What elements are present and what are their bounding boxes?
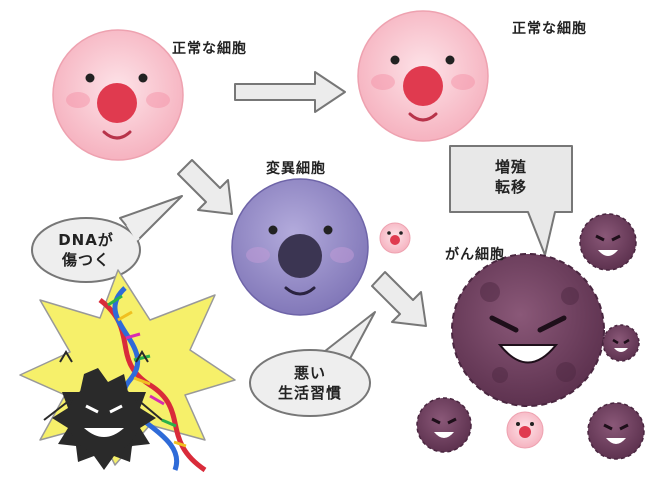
small-cancer-cell-1 bbox=[579, 213, 637, 271]
callout-dna-damage-line-1: DNAが bbox=[58, 231, 114, 249]
callout-proliferation-line-2: 転移 bbox=[494, 178, 527, 196]
callout-dna-damage-line-2: 傷つく bbox=[61, 251, 110, 269]
callout-proliferation-text: 増殖 転移 bbox=[470, 157, 552, 197]
callout-bad-habits bbox=[249, 311, 376, 417]
cancer-cell-icon bbox=[451, 253, 605, 407]
callout-proliferation-line-1: 増殖 bbox=[494, 158, 527, 176]
label-normal-cell-2: 正常な細胞 bbox=[512, 21, 587, 37]
virus-icon bbox=[43, 350, 163, 470]
callout-bad-habits-line-1: 悪い bbox=[293, 364, 326, 382]
arrow-cancerization bbox=[371, 271, 427, 327]
callout-dna-damage-text: DNAが 傷つく bbox=[36, 230, 136, 270]
small-normal-cell-2 bbox=[506, 411, 544, 449]
normal-cell-2 bbox=[357, 10, 489, 142]
small-cancer-cell-2 bbox=[602, 324, 640, 362]
callout-dna-damage bbox=[31, 195, 183, 283]
label-normal-cell-1: 正常な細胞 bbox=[172, 41, 247, 57]
label-cancer-cell: がん細胞 bbox=[445, 247, 505, 263]
small-cancer-cell-4 bbox=[587, 402, 645, 460]
arrow-division bbox=[234, 71, 346, 113]
small-normal-cell-1 bbox=[379, 222, 411, 254]
normal-cell-1 bbox=[52, 29, 184, 161]
callout-bad-habits-line-2: 生活習慣 bbox=[277, 384, 342, 402]
small-cancer-cell-3 bbox=[416, 397, 472, 453]
callout-bad-habits-text: 悪い 生活習慣 bbox=[258, 363, 362, 403]
callout-proliferation bbox=[449, 145, 573, 256]
dna-helix-icon bbox=[98, 286, 207, 473]
label-mutated-cell: 変異細胞 bbox=[266, 161, 326, 177]
mutated-cell bbox=[231, 178, 369, 316]
arrow-mutation bbox=[177, 159, 233, 215]
